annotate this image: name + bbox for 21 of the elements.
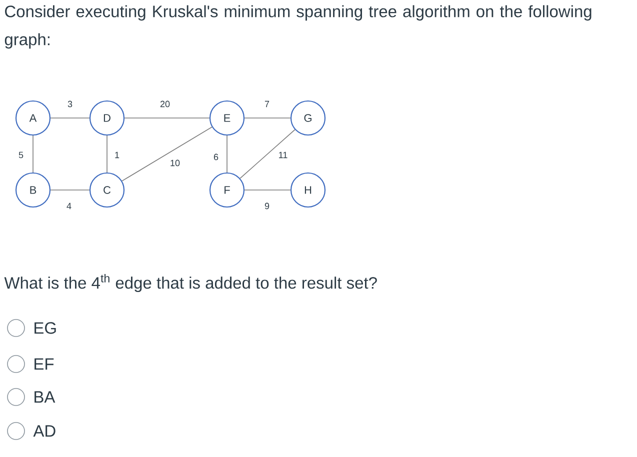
edge-label: 1 bbox=[114, 150, 120, 160]
edge-line bbox=[122, 126, 212, 182]
edge-line bbox=[32, 135, 34, 173]
edge-label: 5 bbox=[18, 150, 24, 160]
edge-label: 10 bbox=[169, 158, 181, 168]
edge-label: 3 bbox=[66, 100, 74, 108]
option-text: BA bbox=[34, 391, 56, 403]
option-text: EG bbox=[34, 322, 56, 334]
option-text: EF bbox=[34, 358, 54, 370]
edge-label: 20 bbox=[159, 100, 171, 108]
option-text: AD bbox=[33, 425, 56, 437]
edge-label: 6 bbox=[212, 152, 220, 162]
prompt-text: Consider executing Kruskal's minimum spanning tree algorithm on the following graph: bbox=[4, 5, 592, 49]
question-text: What is the 4$^{th}$ edge that is added to the result set? bbox=[4, 274, 377, 292]
edge-line bbox=[226, 135, 228, 173]
edge-line bbox=[106, 135, 108, 173]
edge-line bbox=[240, 129, 296, 179]
edge-label: 7 bbox=[264, 100, 270, 108]
edge-label: 11 bbox=[277, 150, 289, 160]
edge-label: 9 bbox=[264, 202, 270, 210]
edge-label: 4 bbox=[66, 202, 72, 210]
